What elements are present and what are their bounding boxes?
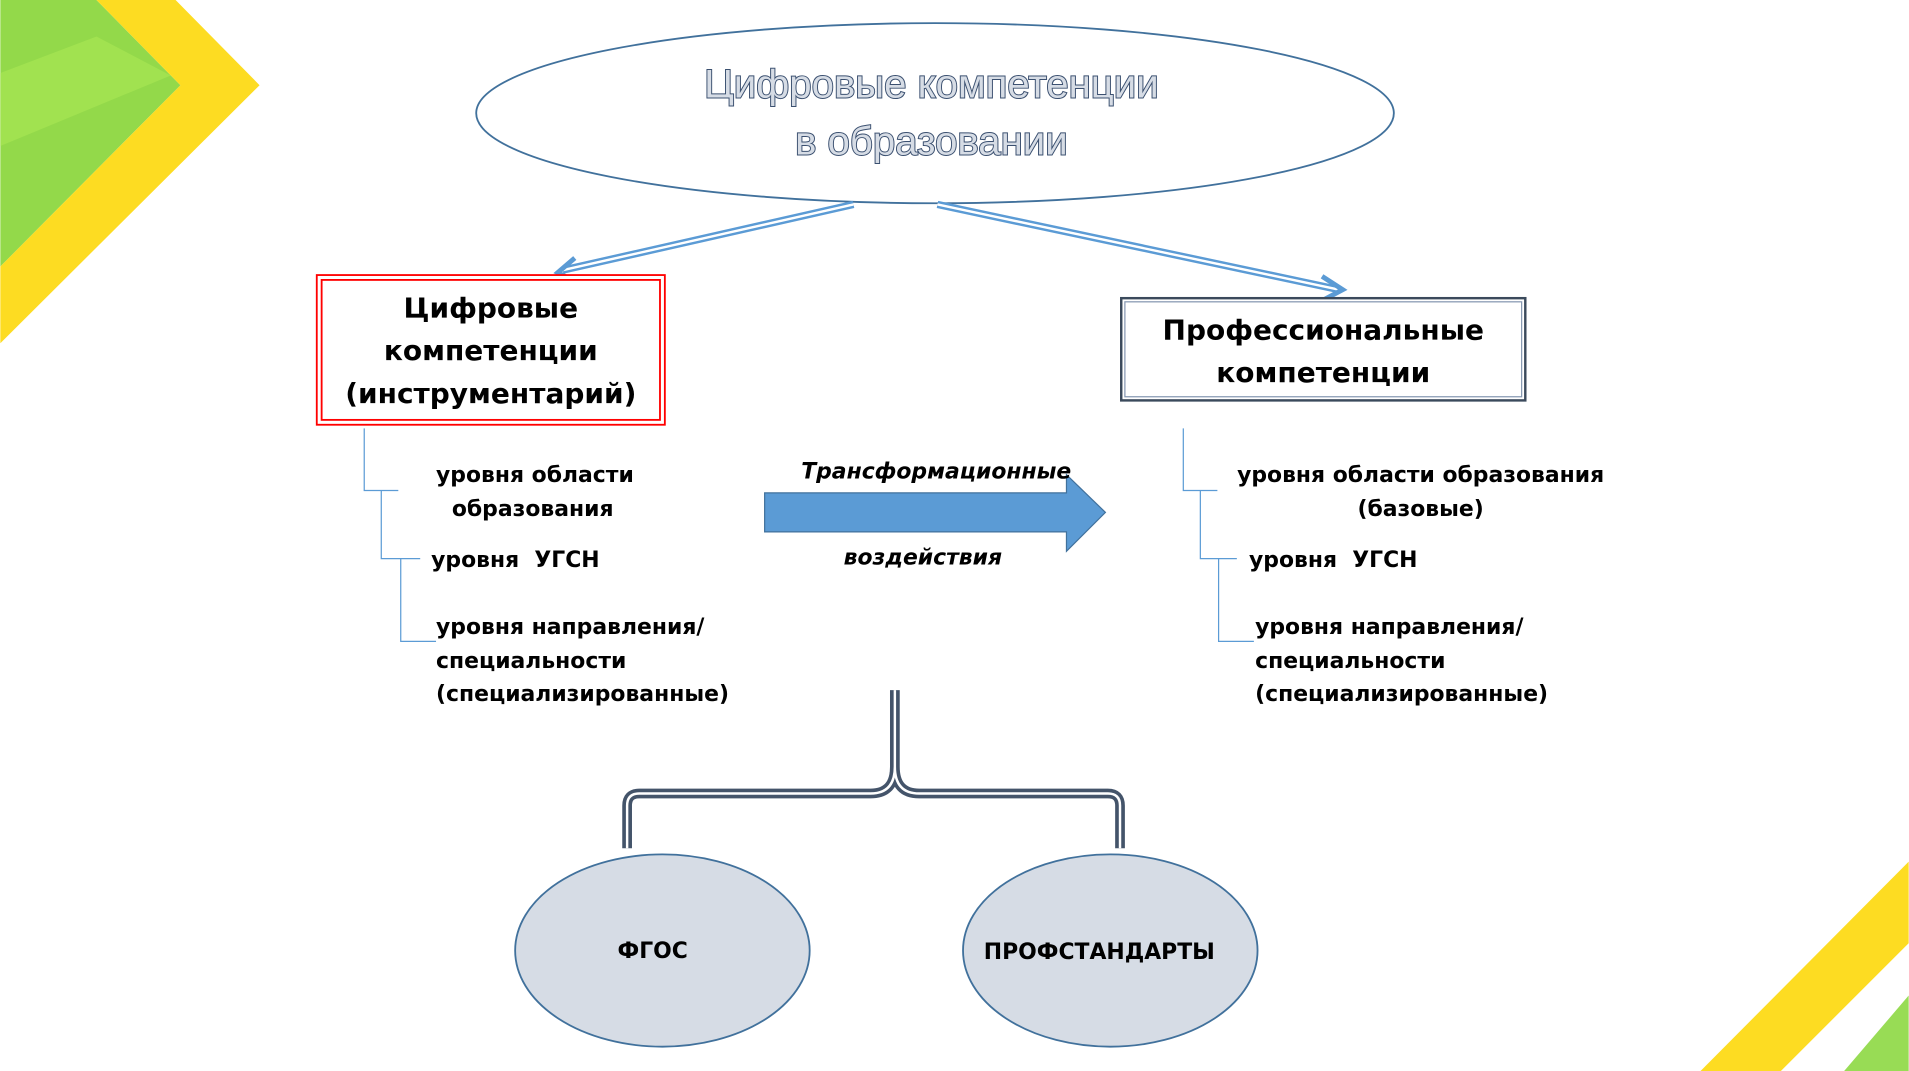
right-tree-connectors <box>1182 428 1254 642</box>
left-level-1-line-2: образования <box>452 497 614 522</box>
fgos-oval: ФГОС <box>514 853 811 1048</box>
left-box-line-1: Цифровые <box>404 292 579 325</box>
right-level-1-line-1: уровня области образования <box>1237 463 1604 488</box>
right-level-3-line-1: уровня направления/ <box>1255 615 1523 640</box>
transformation-arrow: Трансформационные воздействия <box>764 459 1107 571</box>
transform-label-bottom: воздействия <box>844 546 1002 571</box>
left-level-3-line-2: специальности <box>436 649 626 674</box>
title-line-1: Цифровые компетенции <box>704 61 1159 106</box>
profstandards-oval: ПРОФСТАНДАРТЫ <box>962 853 1259 1048</box>
transform-label-top: Трансформационные <box>801 459 1071 484</box>
corner-green-stripe <box>1844 995 1909 1071</box>
left-box-line-2: компетенции <box>384 334 598 367</box>
left-levels: уровня области образования уровня УГСН у… <box>431 463 729 707</box>
brace-connector <box>622 690 1125 849</box>
left-level-3-line-3: (специализированные) <box>436 682 729 707</box>
arrow-to-left-box <box>553 200 855 285</box>
profstandards-label: ПРОФСТАНДАРТЫ <box>984 940 1215 965</box>
right-level-2: уровня УГСН <box>1249 548 1417 573</box>
arrow-to-right-box <box>936 200 1348 302</box>
left-level-2: уровня УГСН <box>431 548 599 573</box>
left-tree-connectors <box>363 428 437 642</box>
left-box-line-3: (инструментарий) <box>345 377 636 410</box>
professional-competencies-box: Профессиональные компетенции <box>1120 296 1527 402</box>
right-level-3-line-3: (специализированные) <box>1255 682 1548 707</box>
corner-green-highlight <box>0 36 171 147</box>
right-level-1-line-2: (базовые) <box>1357 497 1483 522</box>
corner-yellow-chevron <box>0 0 260 344</box>
title-line-2: в образовании <box>795 119 1068 164</box>
digital-competencies-box: Цифровые компетенции (инструментарий) <box>315 274 666 426</box>
left-level-3-line-1: уровня направления/ <box>436 615 704 640</box>
title-ellipse: Цифровые компетенции в образовании <box>475 22 1395 205</box>
right-level-3-line-2: специальности <box>1255 649 1445 674</box>
right-box-line-2: компетенции <box>1216 356 1430 389</box>
fgos-label: ФГОС <box>618 939 688 964</box>
left-level-1-line-1: уровня области <box>436 463 634 488</box>
right-levels: уровня области образования (базовые) уро… <box>1237 463 1604 707</box>
right-box-line-1: Профессиональные <box>1163 314 1484 347</box>
block-arrow-right-icon <box>764 473 1107 553</box>
